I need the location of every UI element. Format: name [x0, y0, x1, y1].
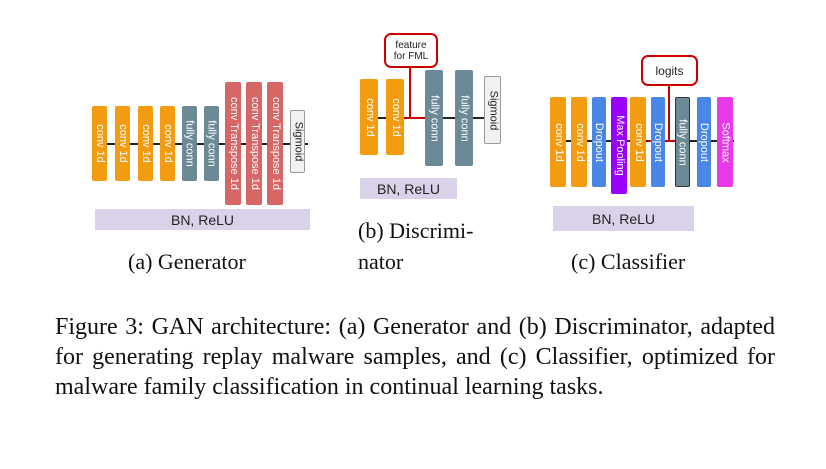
classifier-fc-block: fully conn	[675, 97, 690, 187]
discriminator-label-line1: (b) Discrimi-	[358, 218, 474, 243]
block-label: Sigmoid	[292, 121, 304, 162]
generator-fc-block: fully conn	[204, 106, 219, 181]
classifier-dropout-block: Dropout	[651, 97, 665, 187]
generator-conv1d-block: conv 1d	[92, 106, 107, 181]
discriminator-conv1d-block: conv 1d	[360, 79, 378, 155]
generator-sigmoid-block: Sigmoid	[290, 110, 305, 173]
classifier-bn-relu-bar: BN, ReLU	[553, 206, 694, 231]
discriminator-callout-line	[388, 117, 430, 119]
callout-line-1: feature	[395, 39, 427, 51]
classifier-label: (c) Classifier	[571, 249, 686, 274]
generator-fc-block: fully conn	[182, 106, 197, 181]
block-label: Sigmoid	[487, 90, 499, 130]
block-label: conv Transpose 1d	[227, 97, 240, 190]
classifier-maxpool-block: Max Pooling	[611, 97, 627, 194]
feature-fml-callout: feature for FML	[384, 33, 438, 68]
classifier-conv1d-block: conv 1d	[630, 97, 646, 187]
block-label: fully conn	[458, 94, 471, 142]
discriminator-label-line2: nator	[358, 249, 404, 274]
generator-conv1d-block: conv 1d	[160, 106, 175, 181]
discriminator-conv1d-block: conv 1d	[386, 79, 404, 155]
classifier-dropout-block: Dropout	[592, 97, 606, 187]
generator-conv1d-block: conv 1d	[138, 106, 153, 181]
block-label: Dropout	[652, 122, 665, 162]
block-label: conv 1d	[140, 124, 152, 163]
block-label: Softmax	[719, 121, 732, 163]
classifier-softmax-block: Softmax	[717, 97, 733, 187]
discriminator-callout-line	[409, 66, 411, 119]
generator-label: (a) Generator	[128, 249, 246, 274]
block-label: fully conn	[677, 118, 690, 166]
block-label: fully conn	[428, 94, 441, 142]
generator-deconv-block: conv Transpose 1d	[225, 82, 241, 205]
generator-conv1d-block: conv 1d	[115, 106, 130, 181]
block-label: Max Pooling	[613, 115, 626, 176]
callout-line-2: for FML	[393, 50, 429, 62]
block-label: conv Transpose 1d	[248, 97, 261, 190]
classifier-callout-line	[668, 84, 670, 142]
block-label: fully conn	[206, 120, 219, 167]
classifier-conv1d-block: conv 1d	[550, 97, 566, 187]
block-label: conv 1d	[632, 122, 645, 162]
generator-deconv-block: conv Transpose 1d	[246, 82, 262, 205]
classifier-dropout-block: Dropout	[697, 97, 711, 187]
generator-connector	[96, 143, 308, 145]
callout-label: logits	[655, 63, 684, 78]
generator-bn-relu-bar: BN, ReLU	[95, 209, 310, 230]
figure-caption: Figure 3: GAN architecture: (a) Generato…	[55, 314, 775, 400]
block-label: conv 1d	[162, 124, 174, 163]
discriminator-sigmoid-block: Sigmoid	[484, 76, 501, 144]
block-label: conv 1d	[552, 122, 565, 162]
block-label: Dropout	[698, 122, 711, 162]
block-label: conv Transpose 1d	[269, 97, 282, 190]
generator-deconv-block: conv Transpose 1d	[267, 82, 283, 205]
logits-callout: logits	[641, 55, 698, 86]
block-label: conv 1d	[94, 124, 106, 163]
discriminator-fc-block: fully conn	[455, 70, 473, 166]
block-label: fully conn	[184, 120, 197, 167]
block-label: Dropout	[593, 122, 606, 162]
block-label: conv 1d	[117, 124, 129, 163]
block-label: conv 1d	[363, 97, 376, 137]
classifier-callout-line	[648, 140, 690, 142]
discriminator-bn-relu-bar: BN, ReLU	[360, 178, 457, 199]
discriminator-fc-block: fully conn	[425, 70, 443, 166]
block-label: conv 1d	[573, 122, 586, 162]
block-label: conv 1d	[389, 97, 402, 137]
classifier-conv1d-block: conv 1d	[571, 97, 587, 187]
